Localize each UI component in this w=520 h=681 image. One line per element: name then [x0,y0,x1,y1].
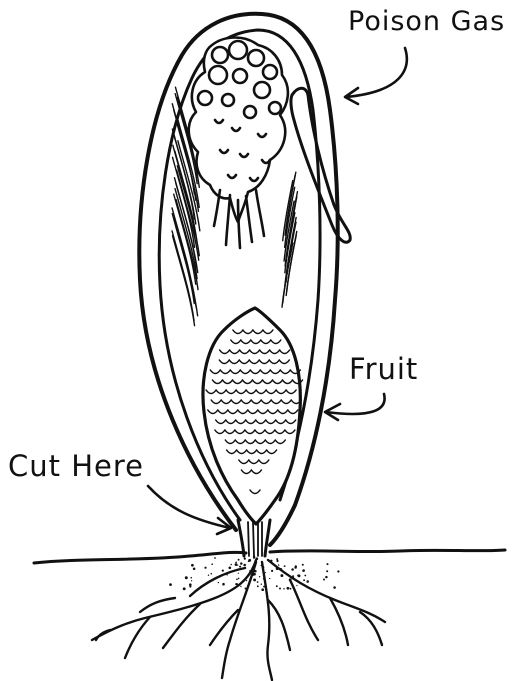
fruit [203,308,303,524]
arrow-cut-here [148,486,231,534]
poison-gas-cloud [189,38,288,249]
poison-gas-label: Poison Gas [348,6,505,37]
arrow-fruit [325,394,385,420]
cut-here-label: Cut Here [8,449,144,483]
stem [238,520,270,556]
soil-dots [169,555,339,591]
arrow-poison-gas [345,48,407,104]
fruit-label: Fruit [349,352,418,386]
